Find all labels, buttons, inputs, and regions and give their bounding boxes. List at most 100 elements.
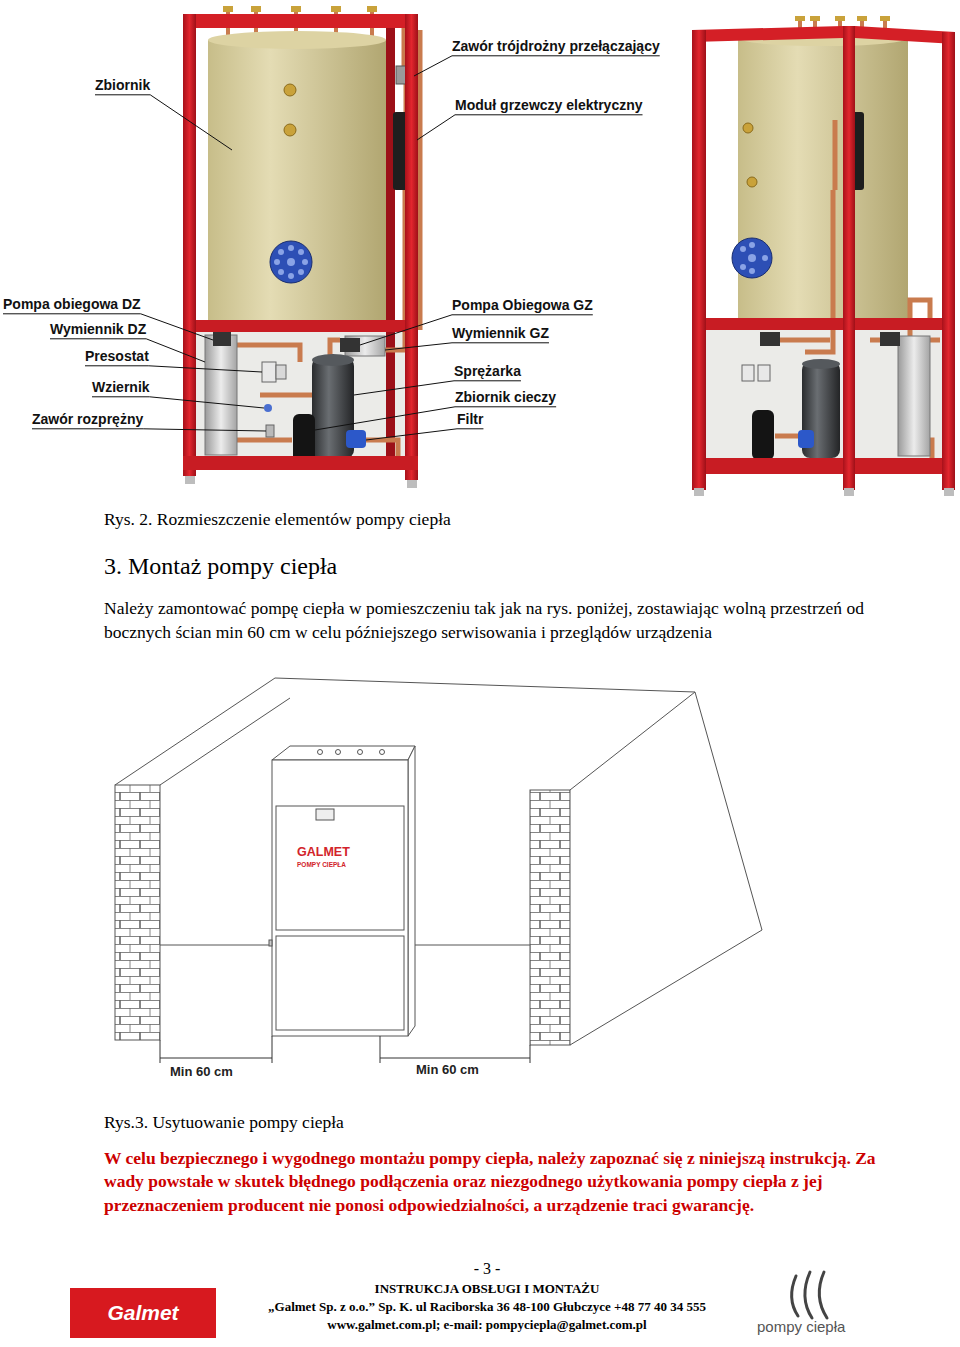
tank (738, 38, 908, 322)
tank (284, 124, 296, 136)
callout-label: Wziernik (92, 379, 150, 396)
dimension-label: Min 60 cm (170, 1064, 233, 1080)
frame (706, 458, 843, 474)
leader-line (85, 365, 149, 366)
callout-label: Zbiornik cieczy (455, 389, 556, 406)
filter (798, 430, 814, 448)
frame (694, 488, 704, 496)
room-drawing (115, 678, 762, 1045)
circulation-pump (340, 338, 360, 352)
leader-line (141, 314, 213, 340)
copper-pipe (236, 20, 420, 462)
frame (692, 30, 706, 490)
body-paragraph: Należy zamontować pompę ciepła w pomiesz… (104, 596, 864, 644)
frame (183, 456, 418, 470)
frame (942, 32, 955, 490)
heat-pump-cabinet (272, 746, 415, 760)
frame (855, 318, 942, 330)
callout-label: Filtr (457, 411, 483, 428)
leader-line (95, 94, 150, 95)
heat-pump-cabinet (269, 746, 415, 1036)
pipe-stub (331, 6, 341, 12)
leader-line (452, 342, 549, 343)
leader-line (452, 314, 593, 315)
heat-pump-cabinet (316, 809, 334, 820)
flange (302, 259, 308, 265)
leader-line (417, 115, 455, 140)
frame (692, 26, 955, 44)
tank (743, 123, 753, 133)
filter (346, 430, 366, 448)
tank (738, 30, 908, 322)
flange (288, 273, 294, 279)
heat-pump-cabinet (408, 746, 415, 1036)
leader-line (457, 428, 483, 429)
circulation-pump (760, 332, 780, 346)
callout-label: Zawór trójdrożny przełączający (452, 38, 660, 55)
expansion-valve (266, 425, 274, 437)
room-drawing (570, 692, 695, 790)
callout-label: Wymiennik GZ (452, 325, 549, 342)
pipe-stub (251, 6, 261, 12)
flange (278, 249, 284, 255)
flange (298, 269, 304, 275)
brand-logo-mark (805, 1272, 812, 1318)
frame (185, 476, 195, 484)
pipe-stub (835, 16, 845, 21)
tank (284, 84, 296, 96)
brand-name: GALMET (297, 845, 350, 859)
copper-pipe (775, 434, 800, 439)
copper-pipe (236, 438, 292, 443)
heat-pump-unit-right (692, 16, 955, 496)
frame (844, 488, 854, 496)
leader-line (315, 407, 455, 430)
heat-exchanger (205, 335, 237, 455)
footer-text: www.galmet.com.pl; e-mail: pompyciepla@g… (187, 1317, 787, 1333)
flange (748, 254, 756, 262)
dimension-label: Min 60 cm (416, 1062, 479, 1078)
copper-pipe (805, 330, 833, 352)
flange (740, 246, 746, 252)
brand-logo-mark (819, 1272, 827, 1318)
liquid-receiver (752, 410, 774, 460)
frame (706, 318, 843, 330)
heat-pump-cabinet (269, 940, 272, 946)
leader-line (32, 428, 143, 429)
leader-line (149, 366, 262, 372)
pipe-stub (857, 16, 867, 21)
brand-logo-text: pompy ciepła (757, 1318, 845, 1336)
brand-logo-mark (792, 1272, 827, 1318)
liquid-receiver (293, 414, 315, 462)
heat-pump-unit-left (183, 6, 420, 488)
leader-line (360, 315, 452, 345)
dimension-line (160, 1036, 272, 1063)
dimension-line (160, 1036, 530, 1063)
tank (747, 177, 757, 187)
callout-label: Presostat (85, 348, 149, 365)
frame (183, 14, 418, 488)
copper-pipe (260, 393, 312, 398)
leader-line (385, 343, 452, 350)
callout-label: Moduł grzewczy elektryczny (455, 97, 643, 114)
brand-logo-mark (792, 1276, 798, 1316)
room-drawing (160, 698, 290, 785)
figure-caption: Rys.3. Usytuowanie pompy ciepła (104, 1112, 344, 1133)
leader-line (50, 338, 146, 339)
leader-line (354, 381, 454, 395)
heat-pump-cabinet (318, 750, 323, 755)
pipe-stub (880, 16, 890, 21)
compressor (312, 354, 354, 366)
heat-pump-cabinet (276, 806, 404, 930)
page-number: - 3 - (387, 1259, 587, 1278)
heat-exchanger (898, 336, 930, 456)
flange (270, 241, 312, 283)
frame (183, 14, 196, 476)
tank (208, 40, 386, 322)
heat-pump-cabinet (380, 750, 385, 755)
flange (749, 242, 755, 248)
brand-tagline: POMPY CIEPŁA (297, 861, 350, 868)
logo-box: Galmet (70, 1288, 216, 1338)
